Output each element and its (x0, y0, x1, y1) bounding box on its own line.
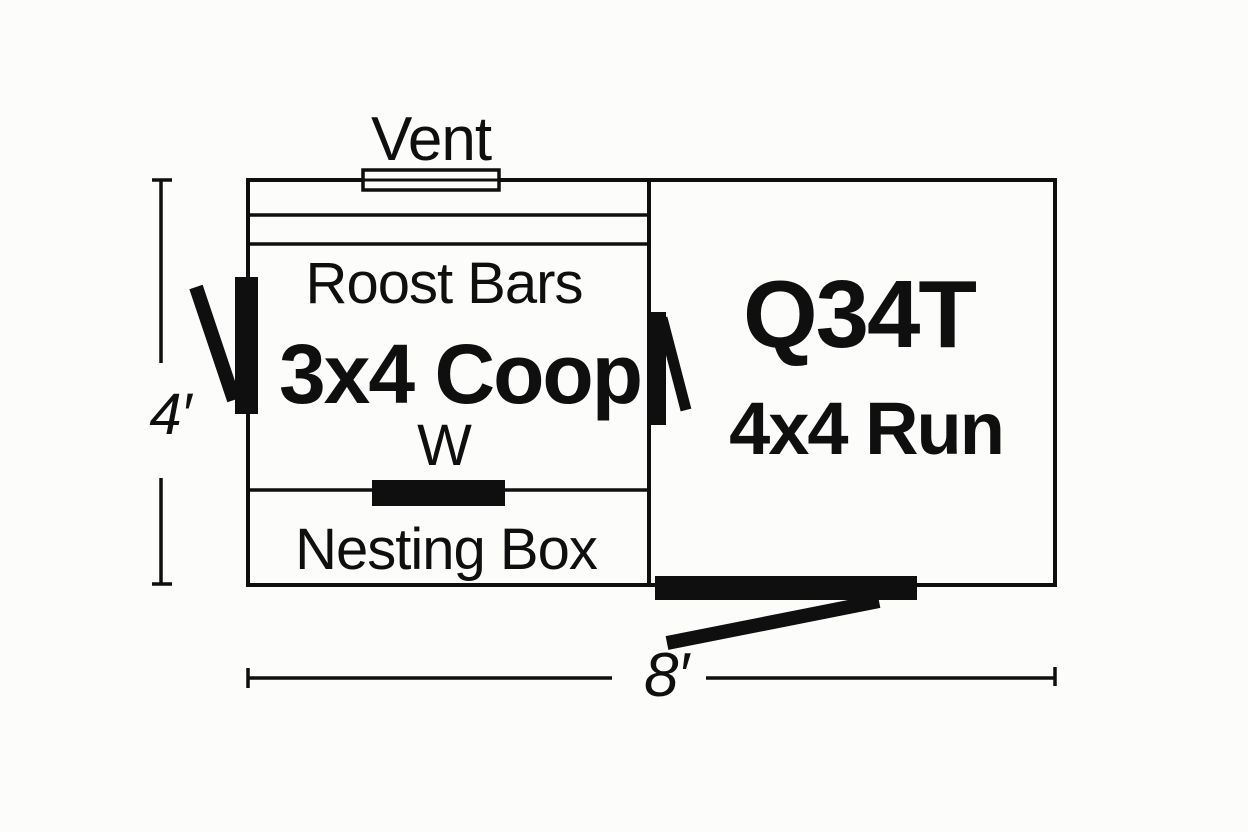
width-dimension (246, 667, 1057, 688)
window-label: W (417, 413, 472, 478)
run-size-label: 4x4 Run (729, 387, 1005, 470)
window-bar (372, 480, 505, 506)
height-dimension (152, 178, 172, 586)
coop-door-bar (235, 277, 258, 414)
pop-door-bar (650, 312, 666, 425)
run-code-label: Q34T (742, 261, 977, 368)
roost-bars-label: Roost Bars (305, 251, 584, 316)
nesting-box-label: Nesting Box (295, 517, 598, 582)
coop-door-swing (189, 284, 241, 403)
pop-door-swing (656, 316, 692, 412)
height-dimension-label: 4′ (149, 382, 191, 447)
run-door-swing (665, 594, 881, 650)
coop-size-label: 3x4 Coop (278, 327, 643, 421)
run-outline (647, 178, 1057, 587)
width-dimension-label: 8′ (643, 641, 689, 710)
vent-label: Vent (370, 105, 492, 174)
